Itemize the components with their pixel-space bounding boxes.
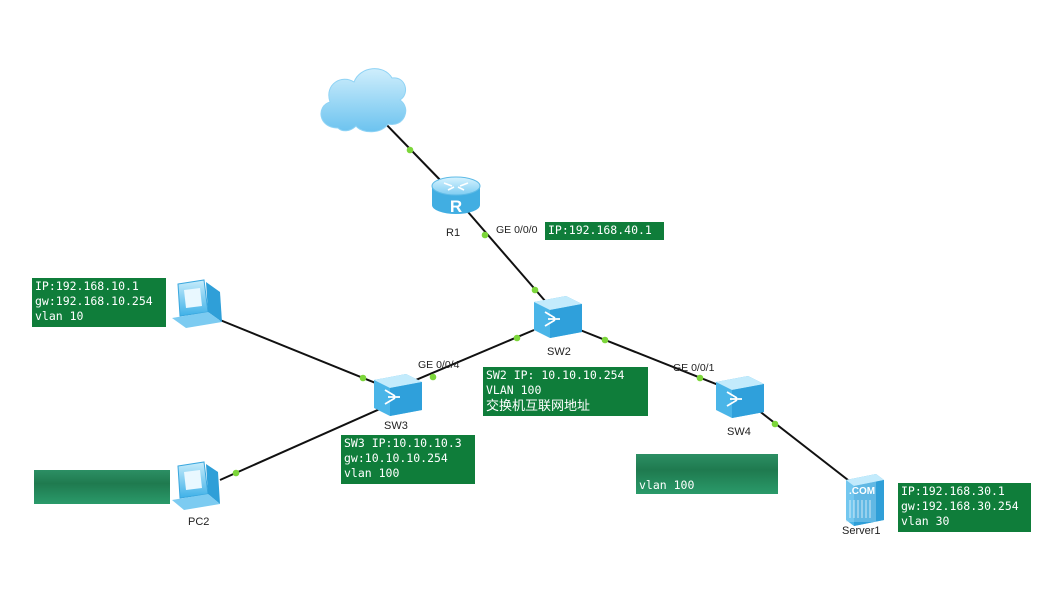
link-sw2-sw3 bbox=[403, 329, 535, 386]
note-line: IP:192.168.30.1 bbox=[901, 484, 1005, 498]
port-label-r1: GE 0/0/0 bbox=[496, 224, 538, 236]
internet-cloud-icon[interactable] bbox=[320, 68, 407, 133]
switch-icon-sw3[interactable] bbox=[374, 374, 422, 416]
note-line: gw:192.168.10.254 bbox=[35, 294, 153, 308]
port-dot bbox=[406, 146, 414, 154]
port-dot bbox=[601, 336, 609, 344]
port-dot bbox=[696, 374, 704, 382]
port-dot bbox=[531, 286, 539, 294]
device-label-sw3: SW3 bbox=[384, 420, 408, 432]
links bbox=[219, 117, 849, 481]
note-server1: IP:192.168.30.1 gw:192.168.30.254 vlan 3… bbox=[898, 483, 1031, 532]
note-pc2-redacted bbox=[34, 470, 170, 504]
note-line: SW3 IP:10.10.10.3 bbox=[344, 436, 462, 450]
device-label-sw2: SW2 bbox=[547, 346, 571, 358]
router-mark: R bbox=[450, 197, 462, 216]
note-line: IP:192.168.40.1 bbox=[548, 223, 652, 237]
port-dot bbox=[513, 334, 521, 342]
note-line: vlan 100 bbox=[344, 466, 400, 480]
note-line: gw:192.168.30.254 bbox=[901, 499, 1019, 513]
link-pc1-sw3 bbox=[219, 319, 379, 385]
port-dot bbox=[359, 374, 367, 382]
note-sw4: vlan 100 bbox=[636, 454, 778, 494]
pc-icon-pc1[interactable] bbox=[172, 279, 222, 328]
device-label-sw4: SW4 bbox=[727, 426, 751, 438]
note-line: vlan 10 bbox=[35, 309, 84, 323]
note-pc1: IP:192.168.10.1 gw:192.168.10.254 vlan 1… bbox=[32, 278, 166, 327]
note-line: SW2 IP: 10.10.10.254 bbox=[486, 368, 625, 382]
port-label-sw4: GE 0/0/1 bbox=[673, 362, 715, 374]
note-line: vlan 100 bbox=[639, 478, 695, 492]
note-sw2: SW2 IP: 10.10.10.254 VLAN 100 交换机互联网地址 bbox=[483, 367, 648, 416]
note-line: vlan 30 bbox=[901, 514, 950, 528]
switch-icon-sw2[interactable] bbox=[534, 296, 582, 338]
note-line: VLAN 100 bbox=[486, 383, 542, 397]
note-line: IP:192.168.10.1 bbox=[35, 279, 139, 293]
device-label-pc2: PC2 bbox=[188, 516, 210, 528]
server-icon[interactable]: .COM bbox=[846, 474, 884, 526]
note-sw3: SW3 IP:10.10.10.3 gw:10.10.10.254 vlan 1… bbox=[341, 435, 475, 484]
note-line: gw:10.10.10.254 bbox=[344, 451, 448, 465]
note-line: 交换机互联网地址 bbox=[486, 399, 591, 414]
device-label-r1: R1 bbox=[446, 227, 461, 239]
switch-icon-sw4[interactable] bbox=[716, 376, 764, 418]
port-dot bbox=[771, 420, 779, 428]
port-label-sw3: GE 0/0/4 bbox=[418, 359, 460, 371]
link-r1-sw2 bbox=[467, 211, 547, 303]
note-r1-ip: IP:192.168.40.1 bbox=[545, 222, 664, 240]
port-dot bbox=[429, 373, 437, 381]
device-label-server1: Server1 bbox=[842, 525, 881, 537]
port-dot bbox=[481, 231, 489, 239]
router-icon[interactable]: R bbox=[431, 176, 481, 216]
port-dots bbox=[232, 146, 779, 477]
port-dot bbox=[232, 469, 240, 477]
server-com-label: .COM bbox=[849, 486, 875, 497]
link-pc2-sw3 bbox=[219, 407, 383, 481]
pc-icon-pc2[interactable] bbox=[172, 461, 220, 510]
